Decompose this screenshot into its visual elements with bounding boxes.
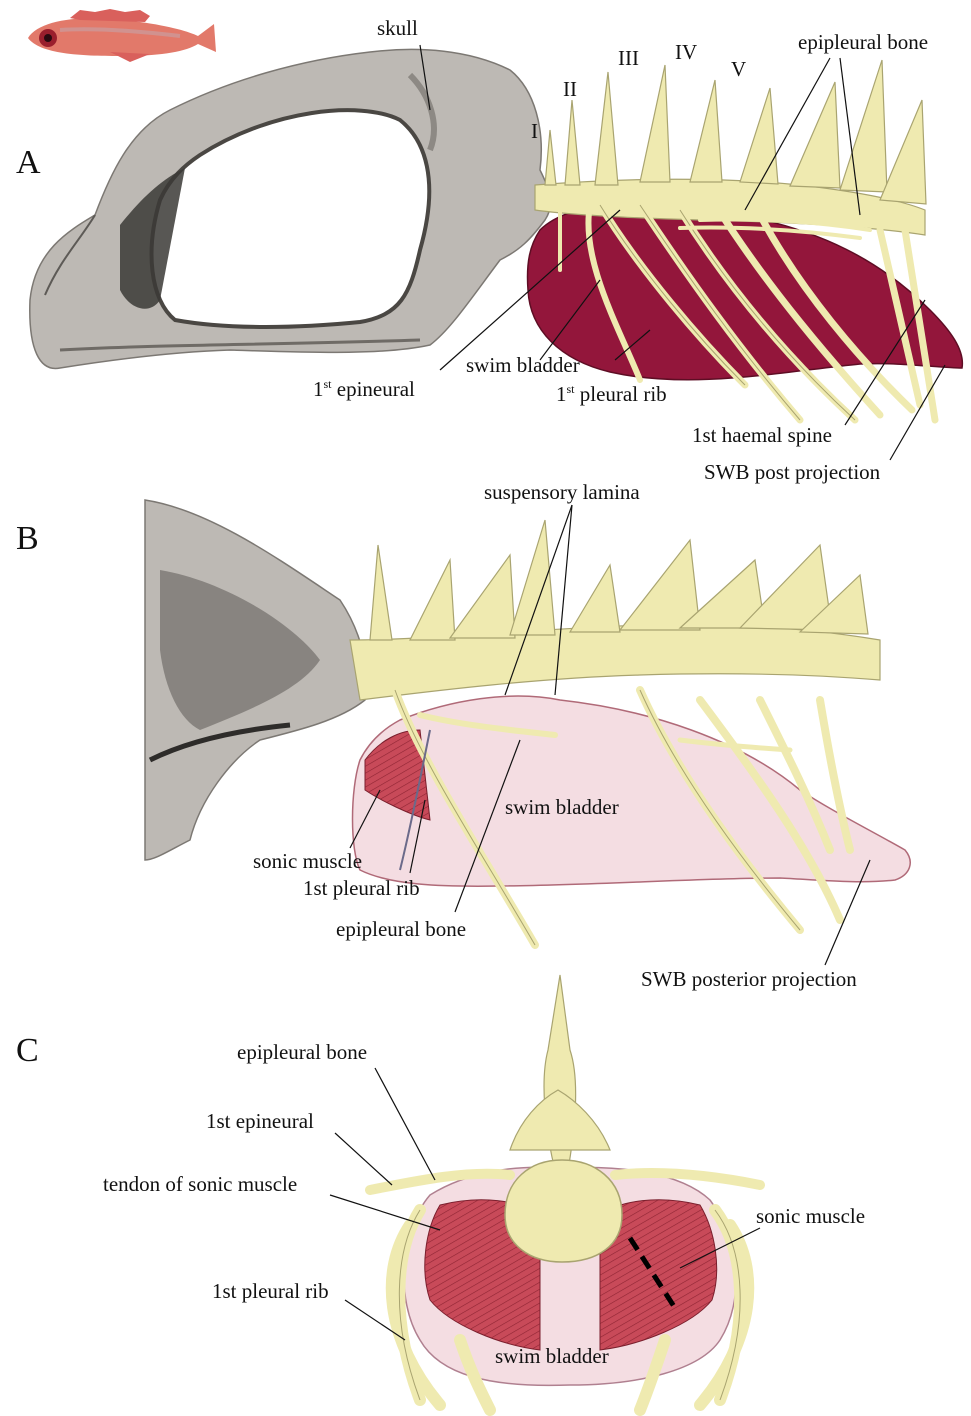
label-first-haemal-spine: 1st haemal spine xyxy=(692,425,832,446)
label-suspensory-lamina: suspensory lamina xyxy=(484,482,640,503)
label-swim-bladder-c: swim bladder xyxy=(495,1346,609,1367)
label-vertebra-5: V xyxy=(731,59,746,80)
label-skull: skull xyxy=(377,18,418,39)
label-first-pleural-rib-a: 1st pleural rib xyxy=(556,384,667,405)
label-swim-bladder-a: swim bladder xyxy=(466,355,580,376)
label-tendon-of-sonic-muscle: tendon of sonic muscle xyxy=(103,1174,297,1195)
label-vertebra-4: IV xyxy=(675,42,697,63)
label-first-epineural-a: 1st epineural xyxy=(313,379,415,400)
label-first-pleural-rib-b: 1st pleural rib xyxy=(303,878,420,899)
label-sonic-muscle-b: sonic muscle xyxy=(253,851,362,872)
label-swb-post-projection: SWB post projection xyxy=(704,462,880,483)
fish-photo-icon xyxy=(28,9,216,62)
label-epipleural-bone-c: epipleural bone xyxy=(237,1042,367,1063)
label-vertebra-1: I xyxy=(531,121,538,142)
label-sonic-muscle-c: sonic muscle xyxy=(756,1206,865,1227)
label-first-epineural-c: 1st epineural xyxy=(206,1111,314,1132)
label-first-pleural-rib-c: 1st pleural rib xyxy=(212,1281,329,1302)
label-swb-posterior-projection: SWB posterior projection xyxy=(641,969,857,990)
panel-b-drawing xyxy=(145,500,910,965)
panel-a-drawing xyxy=(30,45,963,460)
panel-letter-b: B xyxy=(16,522,39,556)
label-epipleural-bone-b: epipleural bone xyxy=(336,919,466,940)
panel-letter-a: A xyxy=(16,146,41,180)
panel-letter-c: C xyxy=(16,1034,39,1068)
label-vertebra-2: II xyxy=(563,79,577,100)
label-vertebra-3: III xyxy=(618,48,639,69)
label-swim-bladder-b: swim bladder xyxy=(505,797,619,818)
label-epipleural-bone-a: epipleural bone xyxy=(798,32,928,53)
